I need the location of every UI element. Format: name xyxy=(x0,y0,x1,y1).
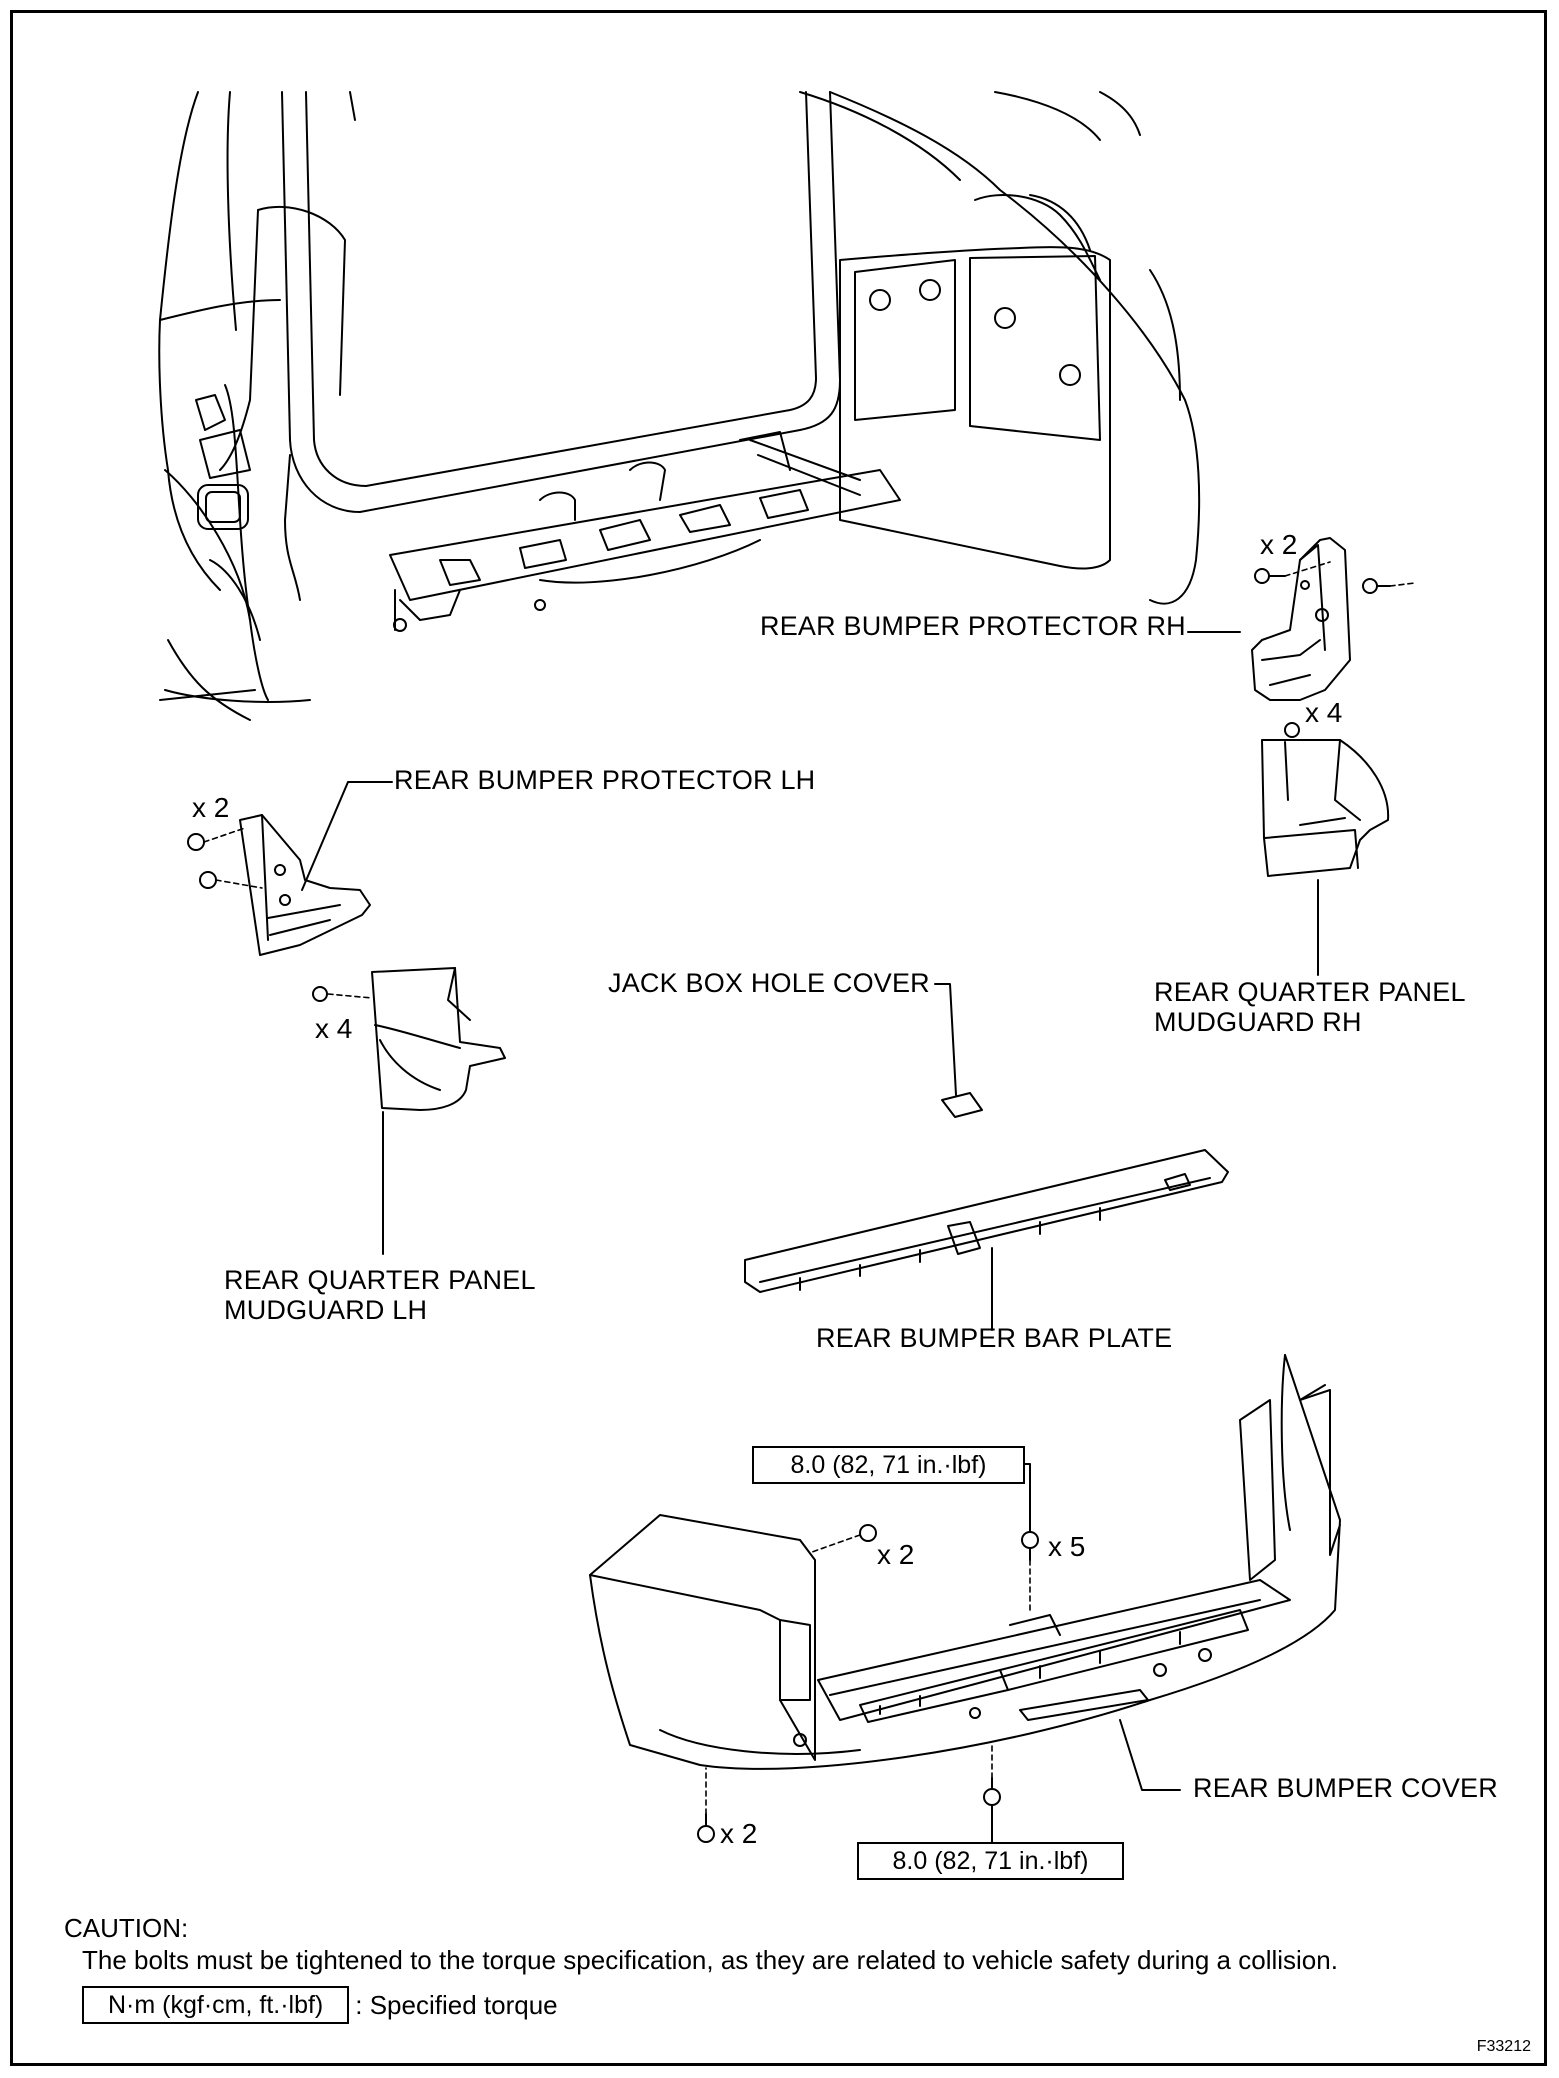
jack-box-cover-part xyxy=(941,1092,983,1118)
bolt-icon xyxy=(199,871,217,889)
label-mudguard-lh-line1: REAR QUARTER PANEL xyxy=(224,1265,536,1295)
qty-protector-rh: x 2 xyxy=(1260,529,1298,560)
protector-rh-part xyxy=(1251,537,1416,701)
protector-lh-part xyxy=(187,814,371,956)
bolt-icon xyxy=(1254,568,1286,584)
leader-jack-box-cover xyxy=(934,983,957,1096)
bolt-icon xyxy=(983,1777,1001,1806)
qty-cover-bottom-screw: x 2 xyxy=(720,1818,758,1849)
torque-legend: N·m (kgf·cm, ft.·lbf) : Specified torque xyxy=(82,1986,558,2024)
caution-title: CAUTION: xyxy=(64,1913,189,1943)
screw-icon xyxy=(697,1813,715,1843)
leader-protector-lh xyxy=(301,781,393,891)
label-bumper-cover: REAR BUMPER COVER xyxy=(1193,1773,1498,1803)
qty-mudguard-lh: x 4 xyxy=(315,1013,353,1044)
caution-text: The bolts must be tightened to the torqu… xyxy=(82,1945,1338,1975)
label-protector-rh: REAR BUMPER PROTECTOR RH xyxy=(760,611,1186,641)
bolt-icon xyxy=(187,833,205,851)
bolt-icon xyxy=(1021,1531,1039,1561)
label-bar-plate: REAR BUMPER BAR PLATE xyxy=(816,1323,1173,1353)
legend-unit-box: N·m (kgf·cm, ft.·lbf) xyxy=(82,1986,350,2024)
label-mudguard-lh-line2: MUDGUARD LH xyxy=(224,1295,428,1325)
label-mudguard-rh-line1: REAR QUARTER PANEL xyxy=(1154,977,1466,1007)
bolt-icon xyxy=(1284,722,1300,738)
torque-box-top: 8.0 (82, 71 in.·lbf) xyxy=(752,1446,1025,1484)
figure-id: F33212 xyxy=(1476,2038,1531,2055)
bumper-cover-part xyxy=(589,1354,1341,1843)
mudguard-rh-part xyxy=(1261,722,1390,877)
diagram-frame xyxy=(10,10,1547,2066)
qty-protector-lh: x 2 xyxy=(192,792,230,823)
label-mudguard-rh-line2: MUDGUARD RH xyxy=(1154,1007,1362,1037)
qty-cover-side-clip: x 2 xyxy=(877,1539,915,1570)
bolt-icon xyxy=(312,986,328,1002)
clip-icon xyxy=(859,1524,877,1542)
bar-plate-part xyxy=(744,1149,1229,1293)
qty-mudguard-rh: x 4 xyxy=(1305,697,1343,728)
legend-description: : Specified torque xyxy=(355,1989,558,2020)
label-protector-lh: REAR BUMPER PROTECTOR LH xyxy=(394,765,816,795)
torque-box-bottom: 8.0 (82, 71 in.·lbf) xyxy=(857,1842,1124,1880)
label-jack-box-cover: JACK BOX HOLE COVER xyxy=(608,968,930,998)
mudguard-lh-part xyxy=(312,967,506,1111)
leader-torque-top xyxy=(1024,1463,1031,1533)
bolt-icon xyxy=(1362,578,1391,594)
leader-bumper-cover xyxy=(1119,1719,1181,1791)
vehicle-rear-body xyxy=(158,91,1201,721)
qty-cover-top-bolt: x 5 xyxy=(1048,1531,1086,1562)
